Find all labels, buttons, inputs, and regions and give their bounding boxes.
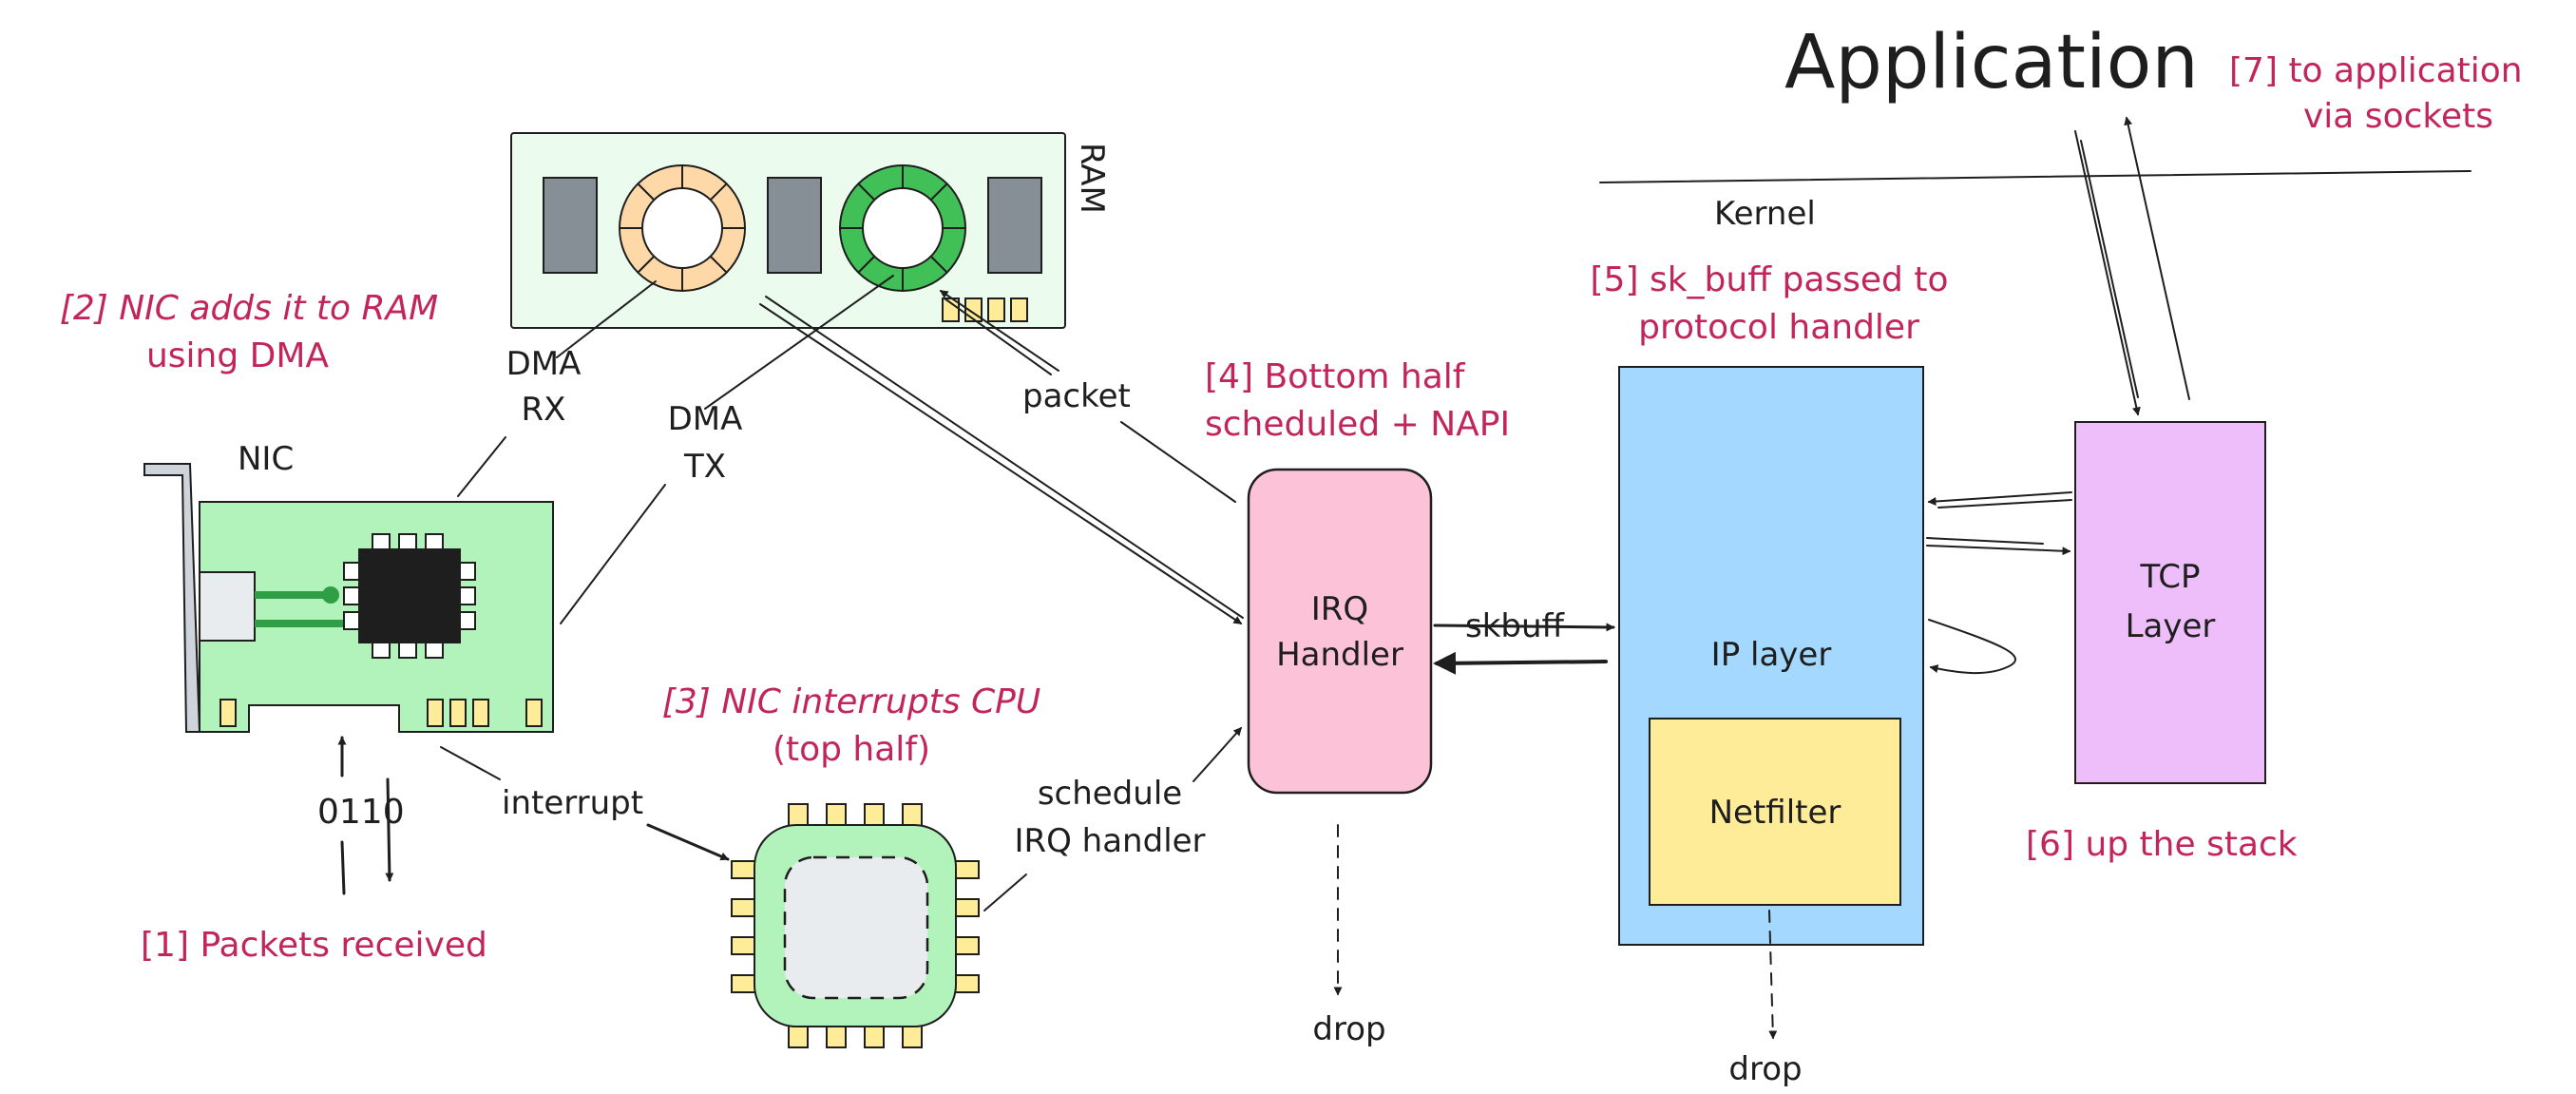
ram-chip-1: [543, 177, 598, 274]
tcp-to-app-arrow: [2124, 116, 2190, 400]
nic-label: NIC: [238, 440, 294, 478]
irq-label-line1: IRQ: [1311, 590, 1368, 628]
bits-label: 0110: [317, 793, 405, 832]
black-labels: DMA RX DMA TX packet 0110 interrupt sche…: [317, 345, 1803, 1088]
netfilter-box: [1649, 718, 1901, 906]
ram-label: RAM: [1073, 143, 1111, 214]
tx-ring-buffer: [839, 164, 966, 292]
irq-label-line2: Handler: [1276, 636, 1403, 674]
tcp-to-ip-arrow: [1927, 491, 2072, 506]
interrupt-label: interrupt: [502, 784, 643, 822]
app-to-tcp-arrow: [2074, 130, 2141, 416]
ip-layer-label: IP layer: [1711, 636, 1832, 674]
tcp-layer-box: TCP Layer: [2074, 421, 2266, 784]
nic-card: NIC: [143, 440, 554, 733]
dma-tx-leader-top: [704, 275, 894, 410]
ip-layer-box: IP layer Netfilter: [1618, 366, 1924, 946]
step-7-label-2: via sockets: [2303, 97, 2493, 136]
dma-rx-leader-bottom: [457, 436, 506, 497]
kernel-boundary: [1599, 170, 2471, 183]
step-2-label-1: [2] NIC adds it to RAM: [60, 289, 438, 328]
step-3-label-2: (top half): [773, 730, 930, 769]
bits-out-arrow: [385, 777, 394, 882]
schedule-leader: [983, 873, 1027, 912]
skbuff-arrow: [1433, 623, 1615, 632]
step-4-label-2: scheduled + NAPI: [1205, 405, 1510, 444]
cpu-chip: [731, 803, 980, 1048]
interrupt-arrow: [646, 823, 730, 861]
kernel-label: Kernel: [1714, 195, 1816, 233]
rx-ring-buffer: [619, 164, 746, 292]
nic-port: [199, 571, 256, 642]
dma-tx-label-2: TX: [683, 448, 726, 486]
tcp-label-line2: Layer: [2126, 607, 2216, 645]
packet-label: packet: [1022, 377, 1131, 415]
ip-drop-arrow: [1768, 910, 1778, 1040]
dma-rx-leader-top: [556, 280, 657, 358]
irq-drop-label: drop: [1312, 1010, 1385, 1048]
tcp-label-line1: TCP: [2139, 558, 2200, 596]
step-4-label-1: [4] Bottom half: [1205, 357, 1466, 396]
irq-handler-box: IRQ Handler: [1247, 468, 1433, 795]
netfilter-label: Netfilter: [1709, 794, 1841, 832]
ip-to-irq-arrow: [1433, 651, 1608, 675]
ip-to-tcp-arrow: [1926, 545, 2071, 556]
step-5-label-2: protocol handler: [1638, 308, 1919, 347]
dma-tx-leader-bottom: [560, 484, 666, 624]
ip-self-loop-arrow: [1928, 619, 2016, 675]
step-1-label: [1] Packets received: [141, 926, 487, 965]
nic-chip: [343, 533, 476, 659]
step-7-label-1: [7] to application: [2229, 51, 2523, 90]
step-6-label: [6] up the stack: [2026, 825, 2298, 864]
interrupt-leader: [440, 746, 501, 780]
schedule-arrow: [1193, 726, 1242, 782]
schedule-label-2: IRQ handler: [1014, 822, 1205, 860]
step-5-label-1: [5] sk_buff passed to: [1591, 260, 1949, 299]
step-labels: [1] Packets received [2] NIC adds it to …: [60, 51, 2523, 965]
ip-drop-label: drop: [1728, 1050, 1802, 1088]
dma-rx-label-1: DMA: [506, 345, 582, 383]
packet-arrow: [939, 290, 1059, 372]
schedule-label-1: schedule: [1038, 775, 1182, 813]
ram-module: RAM: [510, 132, 1111, 329]
dma-rx-label-2: RX: [522, 391, 566, 429]
dma-tx-label-1: DMA: [668, 400, 743, 438]
ram-chip-2: [767, 177, 822, 274]
ram-chip-3: [987, 177, 1042, 274]
application-title: Application: [1784, 20, 2199, 106]
nic-bracket: [143, 463, 201, 733]
packet-leader: [1120, 421, 1236, 503]
skbuff-label: skbuff: [1465, 607, 1566, 645]
ram-to-irq-arrow: [759, 303, 1243, 624]
step-2-label-2: using DMA: [146, 336, 329, 375]
nic-contacts: [219, 699, 543, 727]
step-3-label-1: [3] NIC interrupts CPU: [662, 682, 1040, 721]
connectors: [337, 116, 2190, 1040]
